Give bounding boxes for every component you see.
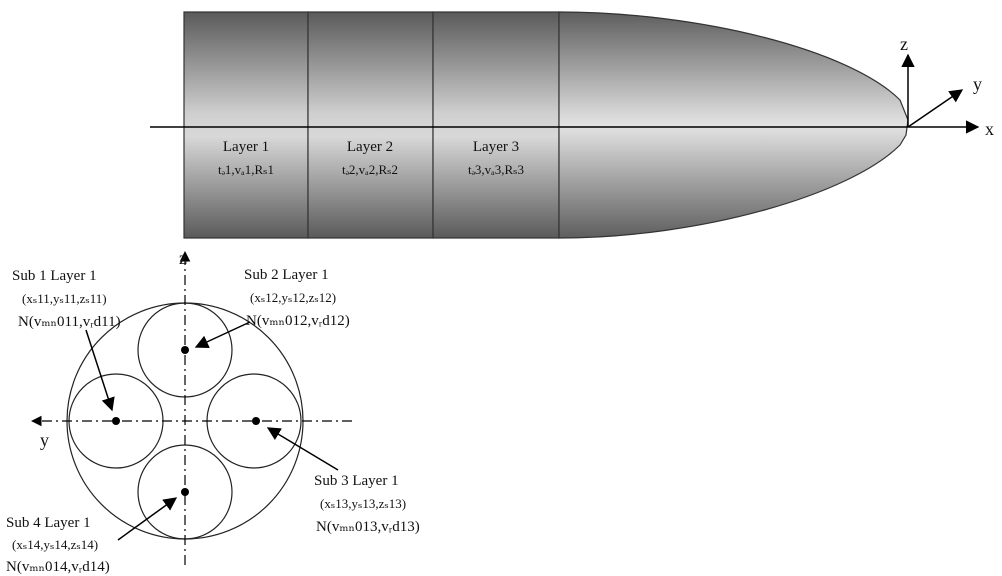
layer-2-name: Layer 2 [347, 139, 393, 155]
x-axis-label: x [985, 119, 994, 139]
section-z-label: z [179, 248, 187, 268]
sub-3-title: Sub 3 Layer 1 [314, 473, 399, 489]
section-y-label: y [40, 430, 49, 450]
sub-3-leader [266, 427, 339, 471]
sub-1-coord: (xₛ11,yₛ11,zₛ11) [22, 291, 107, 306]
sub-4-leader [117, 497, 178, 541]
sub-1-center [112, 417, 120, 425]
layer-2-params: tₔ2,vₐ2,Rₛ2 [342, 162, 398, 177]
y-axis-label: y [973, 74, 982, 94]
layer-1-name: Layer 1 [223, 139, 269, 155]
sub-3-normal: N(vₘₙ013,vᵣd13) [316, 519, 420, 535]
y-axis [907, 89, 964, 128]
sub-4-title: Sub 4 Layer 1 [6, 515, 91, 531]
sub-2-title: Sub 2 Layer 1 [244, 267, 329, 283]
sub-2-normal: N(vₘₙ012,vᵣd12) [246, 313, 350, 329]
layer-3-name: Layer 3 [473, 139, 519, 155]
sub-1-normal: N(vₘₙ011,vᵣd11) [18, 314, 121, 330]
layer-2-section [307, 11, 434, 239]
layer-3-params: tₔ3,vₐ3,Rₛ3 [468, 162, 524, 177]
sub-4-normal: N(vₘₙ014,vᵣd14) [6, 559, 110, 575]
sub-1-title: Sub 1 Layer 1 [12, 268, 97, 284]
sub-3-coord: (xₛ13,yₛ13,zₛ13) [320, 496, 406, 511]
sub-4-coord: (xₛ14,yₛ14,zₛ14) [12, 537, 98, 552]
layer-1-section [183, 11, 309, 239]
sub-2-coord: (xₛ12,yₛ12,zₛ12) [250, 290, 336, 305]
sub-4-center [181, 488, 189, 496]
sub-1-leader [85, 329, 115, 412]
missile-body [183, 11, 909, 239]
layer-3-section [432, 11, 560, 239]
layer-1-params: tₔ1,vₐ1,Rₛ1 [218, 162, 274, 177]
z-axis-label: z [900, 34, 908, 54]
sub-3-center [252, 417, 260, 425]
nose-cone [558, 11, 909, 239]
sub-2-leader [194, 321, 251, 349]
cross-section: z y [30, 248, 352, 565]
sub-2-center [181, 346, 189, 354]
